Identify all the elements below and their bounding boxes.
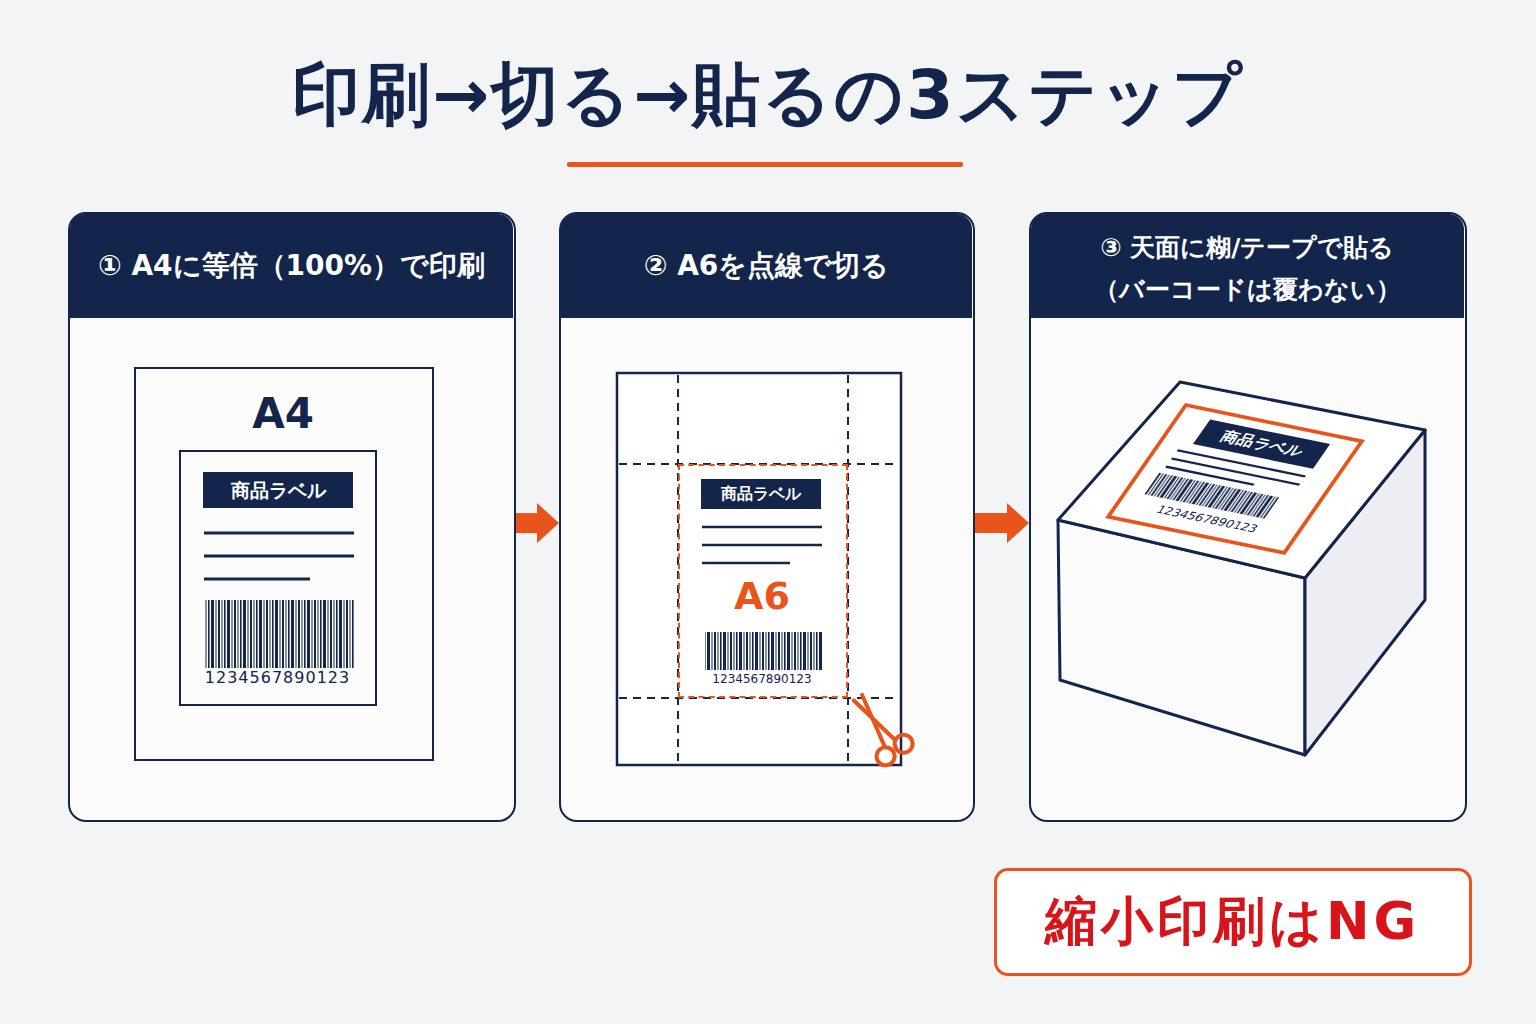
scissors-icon [842,686,917,769]
warning-box: 縮小印刷はNG [994,868,1472,976]
step-heading: ② A6を点線で切る [561,214,972,318]
barcode-number: 1234567890123 [680,672,845,686]
panel-fill [68,212,516,822]
step-panel: 商品ラベル 1234567890123 A4 ① A4に等倍（100%）で印刷 [68,212,516,822]
applied-label: 商品ラベル 1234567890123 [1105,403,1365,555]
step-heading: ① A4に等倍（100%）で印刷 [70,214,513,318]
cut-lines [619,375,899,763]
diagram-title: 印刷→切る→貼るの3ステップ [0,52,1536,137]
box-illustration [1058,382,1425,755]
step-note: （バーコードは覆わない） [1031,272,1464,307]
product-label: 商品ラベル 1234567890123 [179,450,377,706]
step-heading: ③ 天面に糊/テープで貼る [1031,230,1464,265]
paper-size: A4 [136,389,431,439]
step-panel: 商品ラベル A6 1234567890123 ② A6を点線で切る [559,212,975,822]
panel-fill [1029,212,1467,822]
barcode [204,600,354,668]
a4-sheet: 商品ラベル 1234567890123 A4 [134,367,434,761]
barcode-number: 1234567890123 [1122,497,1290,542]
label-title: 商品ラベル [1193,419,1330,468]
barcode-number: 1234567890123 [181,668,374,687]
panel-fill [559,212,975,822]
step-arrow [975,513,1013,533]
text-lines [204,533,354,579]
step-arrow [516,513,543,533]
warning-text: 縮小印刷はNG [997,871,1468,972]
a6-cut-area: 商品ラベル A6 1234567890123 [678,464,848,698]
a4-sheet [617,373,901,765]
step-panel: 商品ラベル 1234567890123 ③ 天面に糊/テープで貼る （バーコードは覆わ… [1029,212,1467,822]
label-title: 商品ラベル [701,479,821,509]
paper-size: A6 [680,576,845,618]
text-lines [702,527,822,563]
barcode [705,632,822,670]
title-underline [567,162,963,167]
label-title: 商品ラベル [203,472,353,508]
